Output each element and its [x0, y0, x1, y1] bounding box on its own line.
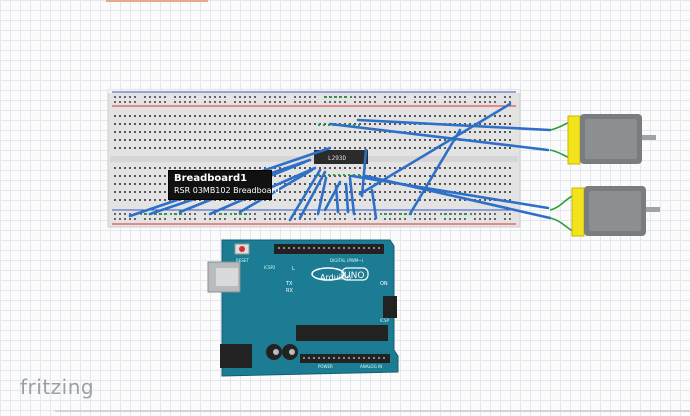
tooltip-subtitle: RSR 03MB102 Breadboard	[174, 186, 280, 195]
fritzing-logo: fritzing	[20, 375, 95, 399]
jumper-wire[interactable]	[364, 174, 552, 220]
jumper-wires[interactable]	[128, 102, 552, 222]
svg-text:TX: TX	[285, 281, 293, 287]
jumper-wire[interactable]	[328, 122, 550, 152]
svg-text:RX: RX	[286, 288, 293, 294]
tab-accent	[106, 0, 208, 2]
arduino-uno-board[interactable]: Arduino UNO ICSP2 L TX RX ON ICSP POWER …	[207, 239, 399, 377]
svg-text:POWER: POWER	[318, 364, 333, 369]
atmega-chip	[296, 325, 388, 341]
jumper-wire[interactable]	[344, 182, 350, 214]
jumper-wire[interactable]	[348, 176, 356, 216]
svg-text:ICSP2: ICSP2	[264, 265, 276, 270]
svg-text:L: L	[292, 266, 295, 272]
power-jack	[220, 344, 252, 368]
svg-text:DIGITAL (PWM~): DIGITAL (PWM~)	[330, 258, 364, 263]
part-tooltip: Breadboard1 RSR 03MB102 Breadboard	[168, 170, 280, 200]
jumper-wire[interactable]	[298, 170, 327, 220]
jumper-wire[interactable]	[238, 168, 314, 214]
icsp-header	[383, 296, 397, 318]
svg-text:ICSP: ICSP	[380, 318, 390, 323]
jumper-wire[interactable]	[370, 188, 378, 220]
jumper-wire[interactable]	[358, 102, 512, 196]
motor-1[interactable]	[549, 114, 656, 165]
jumper-wire[interactable]	[334, 184, 340, 214]
svg-text:ON: ON	[380, 281, 388, 287]
svg-text:RESET: RESET	[236, 258, 249, 263]
svg-text:ANALOG IN: ANALOG IN	[360, 364, 382, 369]
tooltip-title: Breadboard1	[174, 173, 248, 184]
jumper-wire[interactable]	[323, 180, 342, 212]
jumper-wire[interactable]	[288, 168, 322, 222]
motor-2[interactable]	[549, 186, 660, 237]
jumper-wire[interactable]	[356, 118, 552, 132]
jumper-wire[interactable]	[408, 128, 462, 216]
arduino-infinity-icon	[311, 267, 345, 281]
arduino-brand: Arduino	[320, 273, 351, 282]
scrollbar-track[interactable]	[55, 410, 690, 412]
jumper-wire[interactable]	[360, 148, 368, 198]
l293d-chip[interactable]: L293D	[314, 150, 368, 164]
uno-logo: UNO	[344, 271, 364, 281]
svg-text:L293D: L293D	[328, 155, 346, 162]
jumper-wire[interactable]	[316, 176, 328, 216]
